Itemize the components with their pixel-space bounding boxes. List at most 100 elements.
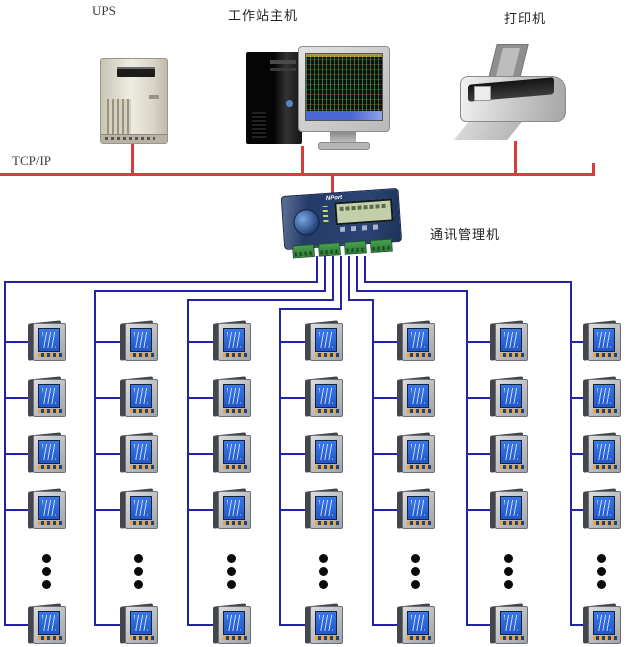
meter-front-panel <box>588 491 621 529</box>
meter-front-panel <box>495 606 528 644</box>
scada-screen <box>305 53 383 121</box>
meter-drop-line <box>187 624 216 626</box>
workstation-label: 工作站主机 <box>228 8 299 23</box>
ethernet-bus-end-tick <box>592 163 595 173</box>
meter-drop-line <box>570 397 586 399</box>
meter-drop-line <box>372 624 400 626</box>
meter-drop-line <box>4 397 31 399</box>
monitor-base <box>318 142 370 150</box>
meter-front-panel <box>588 323 621 361</box>
meter-front-panel <box>310 323 343 361</box>
meter-buttons <box>500 636 524 640</box>
rs485-bus-line <box>94 290 96 625</box>
continuation-dot <box>42 580 51 589</box>
meter-lcd-screen <box>38 440 60 464</box>
meter-front-panel <box>125 606 158 644</box>
meter-drop-line <box>372 509 400 511</box>
meter-buttons <box>130 465 154 469</box>
power-meter <box>120 603 158 644</box>
meter-lcd-screen <box>407 328 429 352</box>
meter-front-panel <box>402 379 435 417</box>
meter-drop-line <box>466 397 493 399</box>
meter-buttons <box>130 521 154 525</box>
rs485-bus-line <box>466 290 468 625</box>
meter-buttons <box>130 636 154 640</box>
continuation-dot <box>411 567 420 576</box>
meter-drop-line <box>187 509 216 511</box>
meter-drop-line <box>279 624 308 626</box>
meter-front-panel <box>125 435 158 473</box>
meter-lcd-screen <box>500 496 522 520</box>
power-meter <box>120 488 158 529</box>
power-meter <box>490 603 528 644</box>
meter-buttons <box>593 636 617 640</box>
meter-buttons <box>593 465 617 469</box>
meter-front-panel <box>495 379 528 417</box>
serial-terminal-block <box>343 240 367 255</box>
ups-display-slot <box>117 67 155 77</box>
power-meter <box>305 320 343 361</box>
continuation-dot <box>134 554 143 563</box>
printer-control-panel <box>474 86 491 101</box>
meter-drop-line <box>570 509 586 511</box>
tower-vent <box>252 112 266 138</box>
continuation-dot <box>411 554 420 563</box>
meter-lcd-screen <box>593 611 615 635</box>
meter-front-panel <box>310 491 343 529</box>
meter-drop-line <box>187 341 216 343</box>
meter-drop-line <box>187 397 216 399</box>
meter-lcd-screen <box>130 496 152 520</box>
power-meter <box>28 603 66 644</box>
rs485-branch-line <box>279 308 342 310</box>
continuation-dot <box>42 567 51 576</box>
power-meter <box>583 603 621 644</box>
meter-lcd-screen <box>500 611 522 635</box>
ups-label: UPS <box>92 3 116 18</box>
power-meter <box>583 376 621 417</box>
power-meter <box>583 320 621 361</box>
meter-lcd-screen <box>315 328 337 352</box>
meter-buttons <box>223 636 247 640</box>
meter-buttons <box>130 409 154 413</box>
rs485-branch-line <box>364 281 572 283</box>
meter-buttons <box>223 521 247 525</box>
printer-uplink-line <box>514 141 517 173</box>
meter-lcd-screen <box>407 440 429 464</box>
power-meter <box>397 320 435 361</box>
gateway-port-stub-line <box>332 256 334 301</box>
gateway-uplink-line <box>331 176 334 194</box>
gateway-device: NPort <box>280 187 403 268</box>
meter-drop-line <box>372 453 400 455</box>
power-meter <box>490 432 528 473</box>
meter-drop-line <box>94 341 123 343</box>
meter-drop-line <box>94 453 123 455</box>
meter-buttons <box>593 409 617 413</box>
meter-front-panel <box>402 606 435 644</box>
meter-drop-line <box>279 453 308 455</box>
meter-lcd-screen <box>593 496 615 520</box>
meter-buttons <box>407 465 431 469</box>
meter-front-panel <box>310 606 343 644</box>
meter-buttons <box>593 521 617 525</box>
power-meter <box>305 603 343 644</box>
rs485-bus-line <box>279 308 281 625</box>
meter-lcd-screen <box>315 496 337 520</box>
meter-buttons <box>593 353 617 357</box>
meter-lcd-screen <box>38 611 60 635</box>
meter-buttons <box>500 353 524 357</box>
power-meter <box>397 603 435 644</box>
meter-front-panel <box>495 491 528 529</box>
power-meter <box>490 488 528 529</box>
meter-lcd-screen <box>407 384 429 408</box>
network-protocol-label: TCP/IP <box>12 153 52 168</box>
meter-front-panel <box>310 379 343 417</box>
continuation-dot <box>42 554 51 563</box>
power-meter <box>583 488 621 529</box>
meter-drop-line <box>4 624 31 626</box>
meter-lcd-screen <box>500 328 522 352</box>
rs485-branch-line <box>4 281 318 283</box>
meter-buttons <box>500 521 524 525</box>
ups-device <box>100 58 168 144</box>
meter-buttons <box>38 353 62 357</box>
